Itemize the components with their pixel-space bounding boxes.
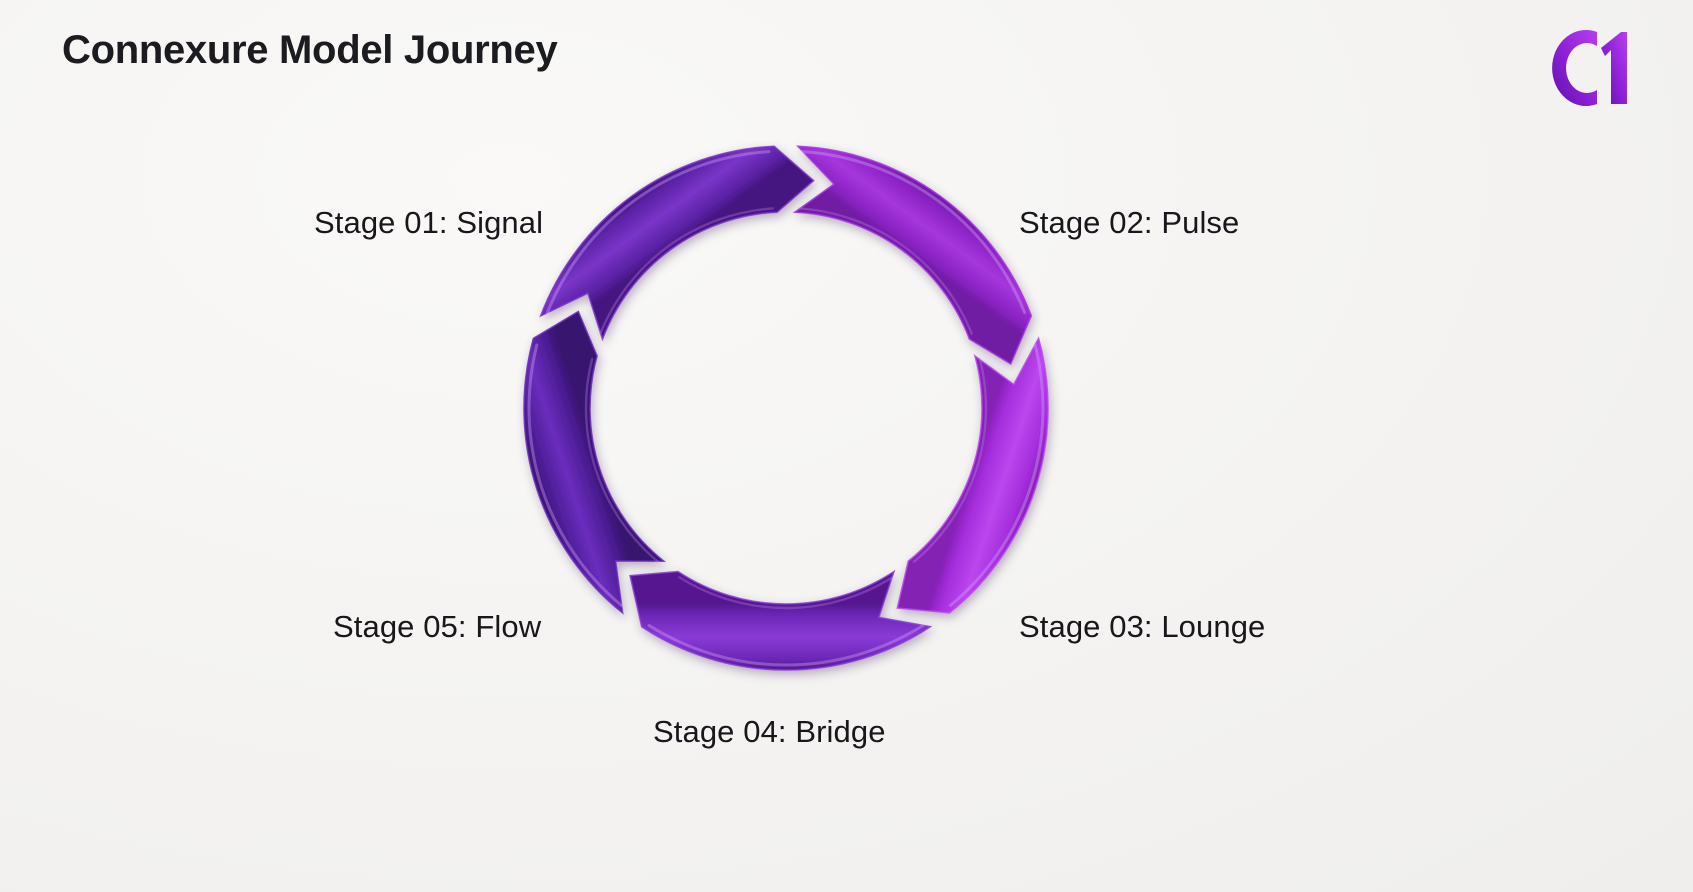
segment-highlight (801, 150, 1027, 315)
segment-inner-glow (798, 207, 973, 335)
stage-label-bridge: Stage 04: Bridge (653, 714, 886, 749)
segment-inner-glow (912, 357, 988, 563)
c1-logo (1535, 18, 1645, 118)
segment-highlight (647, 623, 925, 667)
cycle-segment-flow[interactable] (539, 145, 815, 342)
stage-label-pulse: Stage 02: Pulse (1019, 205, 1240, 240)
stage-label-flow: Stage 05: Flow (333, 609, 542, 644)
segments-group (523, 145, 1049, 671)
segment-highlight (527, 343, 623, 607)
segment-inner-glow (678, 576, 894, 610)
cycle-donut-svg (523, 145, 1049, 671)
segment-highlight (545, 150, 771, 315)
stage-label-lounge: Stage 03: Lounge (1019, 609, 1266, 644)
segment-inner-glow (599, 207, 774, 335)
stage-label-signal: Stage 01: Signal (314, 205, 544, 240)
segment-inner-glow (584, 357, 660, 563)
cycle-segment-bridge[interactable] (523, 310, 667, 615)
cycle-segment-pulse[interactable] (896, 336, 1049, 614)
page-title: Connexure Model Journey (62, 28, 558, 72)
segment-highlight (949, 343, 1045, 607)
cycle-segment-lounge[interactable] (629, 569, 933, 671)
cycle-segment-signal[interactable] (792, 145, 1033, 366)
